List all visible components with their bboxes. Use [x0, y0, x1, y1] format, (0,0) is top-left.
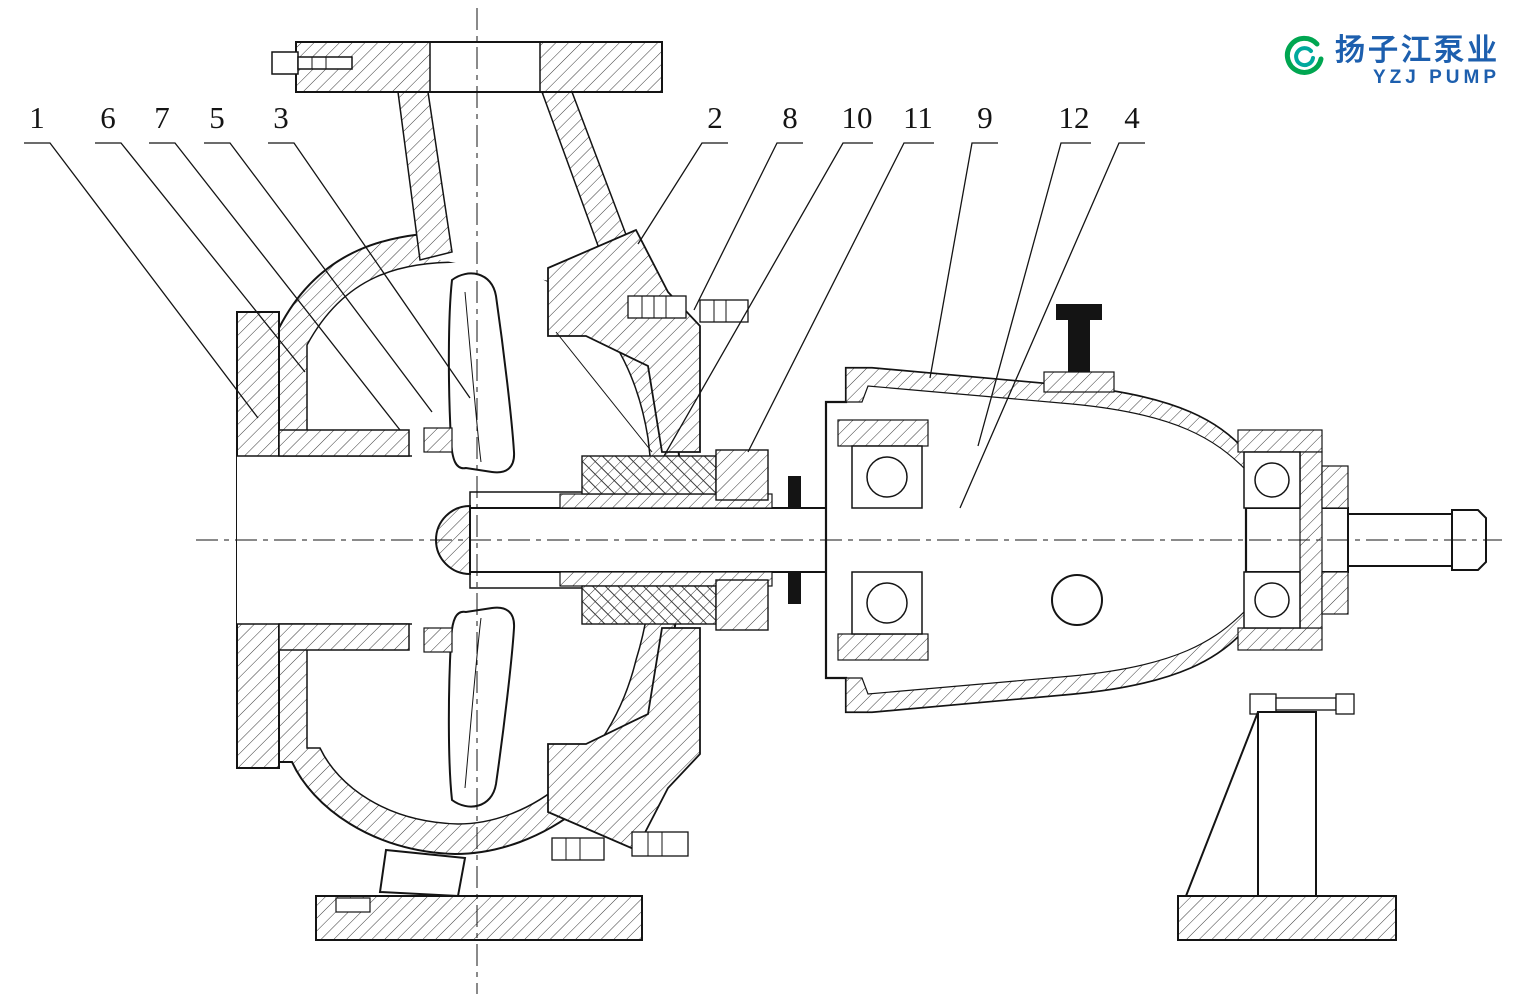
leader-11: [747, 142, 934, 453]
leader-4: [959, 142, 1145, 509]
callout-label-9: 9: [977, 100, 993, 135]
leader-2: [637, 142, 728, 245]
logo-text: 扬子江泵业 YZJ PUMP: [1335, 34, 1500, 90]
logo-chinese-text: 扬子江泵业: [1335, 34, 1500, 67]
callout-label-8: 8: [782, 100, 798, 135]
leader-1: [24, 142, 259, 419]
callout-label-11: 11: [903, 100, 933, 135]
logo-swirl-icon: [1284, 35, 1324, 75]
impeller-nut: [435, 504, 471, 576]
right-bearing: [1237, 429, 1349, 651]
oil-sight-hole: [1051, 574, 1103, 626]
leader-9: [929, 142, 998, 379]
casing-cover: [547, 228, 701, 852]
callout-label-10: 10: [841, 100, 873, 135]
leader-10: [663, 142, 873, 457]
leader-3: [268, 142, 471, 399]
callout-label-2: 2: [707, 100, 723, 135]
leader-7: [149, 142, 401, 431]
leader-8: [693, 142, 803, 311]
logo-english-text: YZJ PUMP: [1372, 67, 1500, 88]
centerlines: [196, 8, 1502, 994]
slinger: [788, 476, 801, 604]
callout-label-4: 4: [1124, 100, 1140, 135]
packing-rings: [581, 455, 717, 495]
callout-label-3: 3: [273, 100, 289, 135]
left-bearing: [837, 419, 929, 661]
gland: [715, 449, 769, 501]
leader-12: [977, 142, 1091, 447]
gland-stud-bolts: [627, 295, 749, 323]
pump-foot: [315, 848, 643, 941]
logo: 扬子江泵业 YZJ PUMP: [1281, 34, 1500, 90]
shaft-seal: [551, 295, 773, 861]
support-foot: [1177, 693, 1397, 941]
leader-lines: [24, 142, 1145, 509]
oil-filler-plug: [1056, 304, 1102, 390]
leader-6: [95, 142, 306, 373]
callout-label-7: 7: [154, 100, 170, 135]
callout-label-6: 6: [100, 100, 116, 135]
flange-bolt: [271, 51, 353, 75]
casing-drain-bolts: [551, 831, 689, 861]
callout-label-5: 5: [209, 100, 225, 135]
leader-5: [204, 142, 433, 413]
discharge-flange: [271, 41, 663, 307]
callout-label-1: 1: [29, 100, 45, 135]
callout-label-12: 12: [1058, 100, 1090, 135]
